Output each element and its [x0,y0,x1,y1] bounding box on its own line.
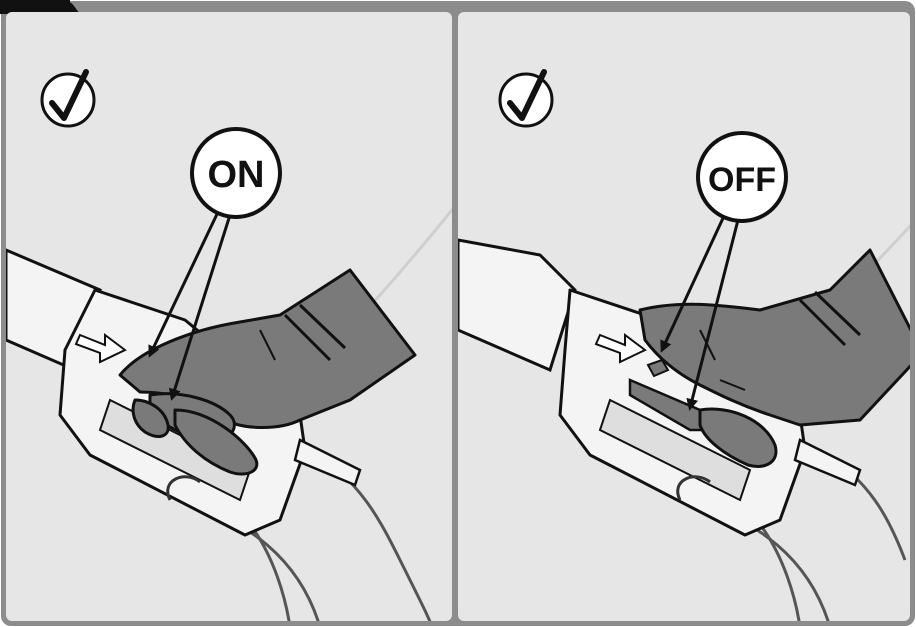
state-label-text: OFF [708,161,776,199]
panel-divider [452,12,458,621]
state-label-text: ON [208,154,265,196]
state-label-off: OFF [698,133,786,221]
corner-tab [0,0,70,14]
checkmark-circle-icon [42,72,94,126]
state-label-on: ON [192,129,280,217]
checkmark-circle-icon [500,72,552,126]
panel-off: OFF [458,12,916,627]
panel-on: ON [6,12,460,627]
